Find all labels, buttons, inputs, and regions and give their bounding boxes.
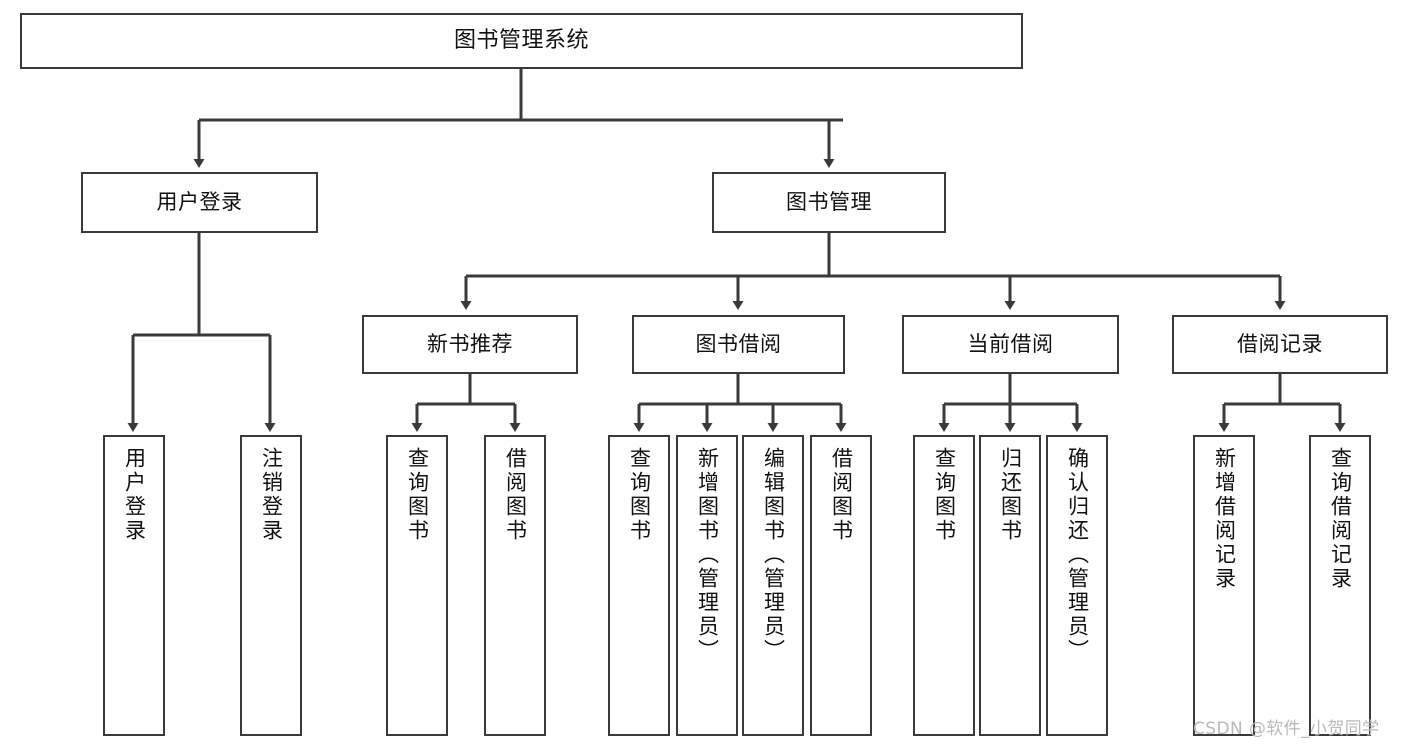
leaf-current-query-book[interactable]: 查询图书 xyxy=(913,435,975,736)
node-label: 图书管理系统 xyxy=(453,27,589,53)
node-label: 查询借阅记录 xyxy=(1328,447,1353,591)
leaf-borrow-borrow-book[interactable]: 借阅图书 xyxy=(810,435,872,736)
node-label: 新增借阅记录 xyxy=(1212,447,1237,591)
leaf-recommend-query-book[interactable]: 查询图书 xyxy=(386,435,448,736)
node-label: 图书管理 xyxy=(786,189,872,214)
leaf-user-login-login[interactable]: 用户登录 xyxy=(103,435,165,736)
node-label: 用户登录 xyxy=(156,189,243,214)
leaf-recommend-borrow-book[interactable]: 借阅图书 xyxy=(484,435,546,736)
node-label: 新增图书（管理员） xyxy=(695,447,720,663)
leaf-borrow-query-book[interactable]: 查询图书 xyxy=(608,435,670,736)
node-root-system[interactable]: 图书管理系统 xyxy=(20,13,1023,69)
node-label: 用户登录 xyxy=(122,447,147,543)
node-borrow-record[interactable]: 借阅记录 xyxy=(1172,315,1388,374)
leaf-current-return-book[interactable]: 归还图书 xyxy=(979,435,1041,736)
node-user-login[interactable]: 用户登录 xyxy=(81,172,318,233)
node-label: 借阅记录 xyxy=(1237,331,1323,356)
node-label: 新书推荐 xyxy=(427,331,513,356)
leaf-current-confirm-return-admin[interactable]: 确认归还（管理员） xyxy=(1046,435,1108,736)
node-book-borrow[interactable]: 图书借阅 xyxy=(632,315,845,374)
leaf-user-login-logout[interactable]: 注销登录 xyxy=(240,435,302,736)
node-book-management[interactable]: 图书管理 xyxy=(712,172,946,233)
node-label: 归还图书 xyxy=(998,447,1023,543)
node-label: 图书借阅 xyxy=(695,331,782,356)
node-label: 查询图书 xyxy=(405,447,430,543)
node-label: 当前借阅 xyxy=(967,331,1054,356)
node-label: 借阅图书 xyxy=(503,447,528,543)
node-label: 查询图书 xyxy=(932,447,957,543)
node-label: 注销登录 xyxy=(259,447,284,543)
node-new-book-recommend[interactable]: 新书推荐 xyxy=(362,315,578,374)
leaf-record-query-record[interactable]: 查询借阅记录 xyxy=(1309,435,1371,736)
node-label: 编辑图书（管理员） xyxy=(761,447,786,663)
leaf-borrow-edit-book-admin[interactable]: 编辑图书（管理员） xyxy=(742,435,804,736)
csdn-watermark: CSDN @软件_小贺同学 xyxy=(1193,719,1380,739)
leaf-borrow-add-book-admin[interactable]: 新增图书（管理员） xyxy=(676,435,738,736)
node-current-borrow[interactable]: 当前借阅 xyxy=(902,315,1119,374)
node-label: 确认归还（管理员） xyxy=(1065,447,1090,663)
node-label: 借阅图书 xyxy=(829,447,854,543)
leaf-record-add-record[interactable]: 新增借阅记录 xyxy=(1193,435,1255,736)
node-label: 查询图书 xyxy=(627,447,652,543)
